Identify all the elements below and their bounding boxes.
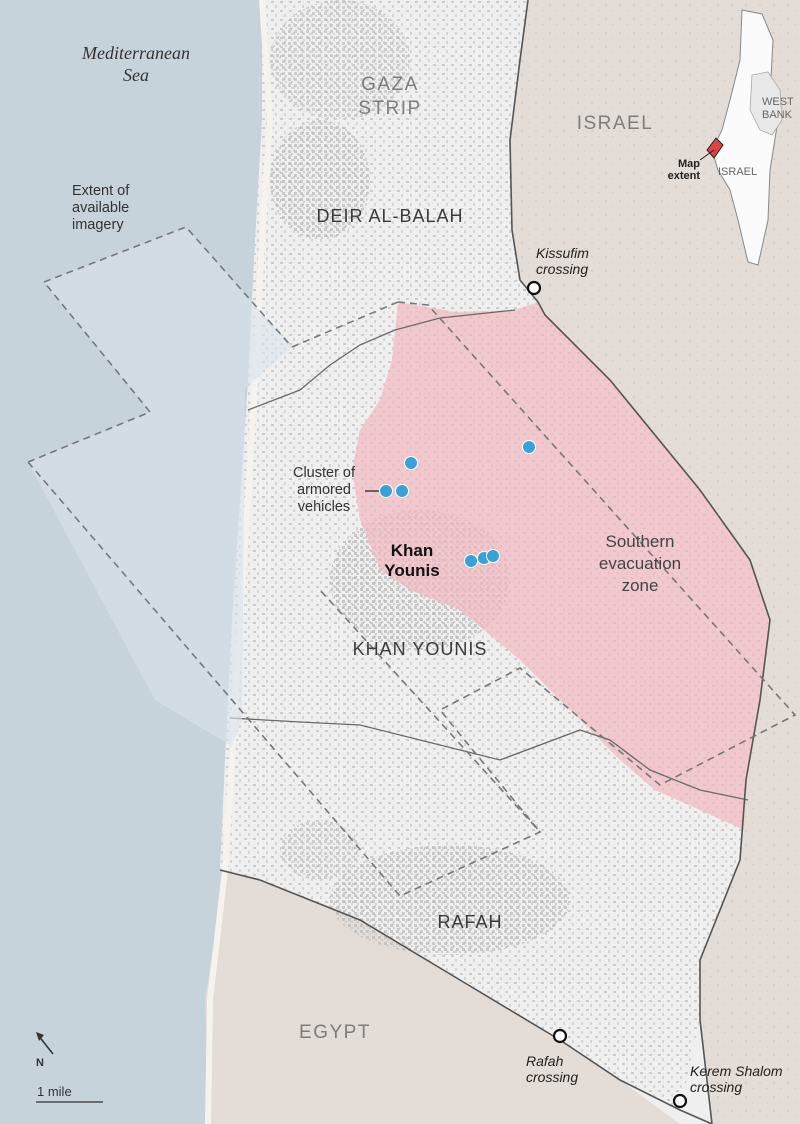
rafah-label: RAFAH [437, 912, 503, 932]
sea-label: Mediterranean Sea [82, 43, 190, 85]
border-gaza-israel [509, 0, 771, 1124]
rafah-crossing-label: Rafah crossing [526, 1053, 579, 1085]
rafah-west-urban [280, 820, 360, 880]
imagery-extent-outline-west [27, 226, 542, 897]
egypt-label: EGYPT [299, 1022, 371, 1043]
kissufim-crossing-marker [526, 280, 542, 296]
vehicles-label: Cluster of armored vehicles [292, 465, 356, 515]
north-label: N [36, 1057, 44, 1069]
north-arrow-icon [36, 1032, 44, 1041]
scale-label: 1 mile [37, 1084, 72, 1099]
vehicle-marker [522, 440, 536, 454]
border-gaza-egypt [219, 869, 713, 1124]
rafah-crossing-marker [552, 1028, 568, 1044]
deir-al-balah-label: DEIR AL-BALAH [316, 206, 464, 226]
vehicle-marker [379, 484, 393, 498]
khan-younis-region-label: KHAN YOUNIS [352, 639, 488, 659]
inset-map-extent-marker [706, 137, 724, 159]
evacuation-zone [352, 302, 770, 830]
vehicle-marker [395, 484, 409, 498]
egypt-land [205, 875, 712, 1124]
inset-map-extent-leader [699, 149, 715, 161]
evacuation-zone-label: Southern evacuation zone [598, 532, 682, 595]
imagery-extent-outline-east [397, 301, 797, 833]
deir-al-balah-urban [270, 120, 370, 240]
governorate-boundary-deir-khan [247, 309, 516, 411]
inset-west-bank-label: WEST BANK [762, 96, 794, 121]
imagery-extent-west [28, 227, 292, 760]
vehicle-marker [464, 554, 478, 568]
vehicle-marker [486, 549, 500, 563]
rafah-urban [330, 845, 570, 955]
kerem-shalom-crossing-label: Kerem Shalom crossing [690, 1063, 783, 1095]
kissufim-crossing-label: Kissufim crossing [536, 245, 589, 277]
khan-younis-city-label: Khan Younis [384, 541, 440, 580]
coastline [205, 0, 274, 1124]
governorate-boundary-khan-rafah [229, 717, 749, 801]
gaza-strip-label: GAZA STRIP [358, 74, 422, 119]
kerem-shalom-crossing-marker [672, 1093, 688, 1109]
inset-map-extent-label: Map extent [667, 158, 700, 182]
imagery-extent-label: Extent of available imagery [72, 183, 130, 233]
inset-israel-label: ISRAEL [718, 166, 758, 178]
israel-label: ISRAEL [576, 113, 654, 134]
inset-west-bank-shape [749, 71, 783, 136]
vehicle-marker [404, 456, 418, 470]
gaza-city-urban [270, 0, 410, 120]
